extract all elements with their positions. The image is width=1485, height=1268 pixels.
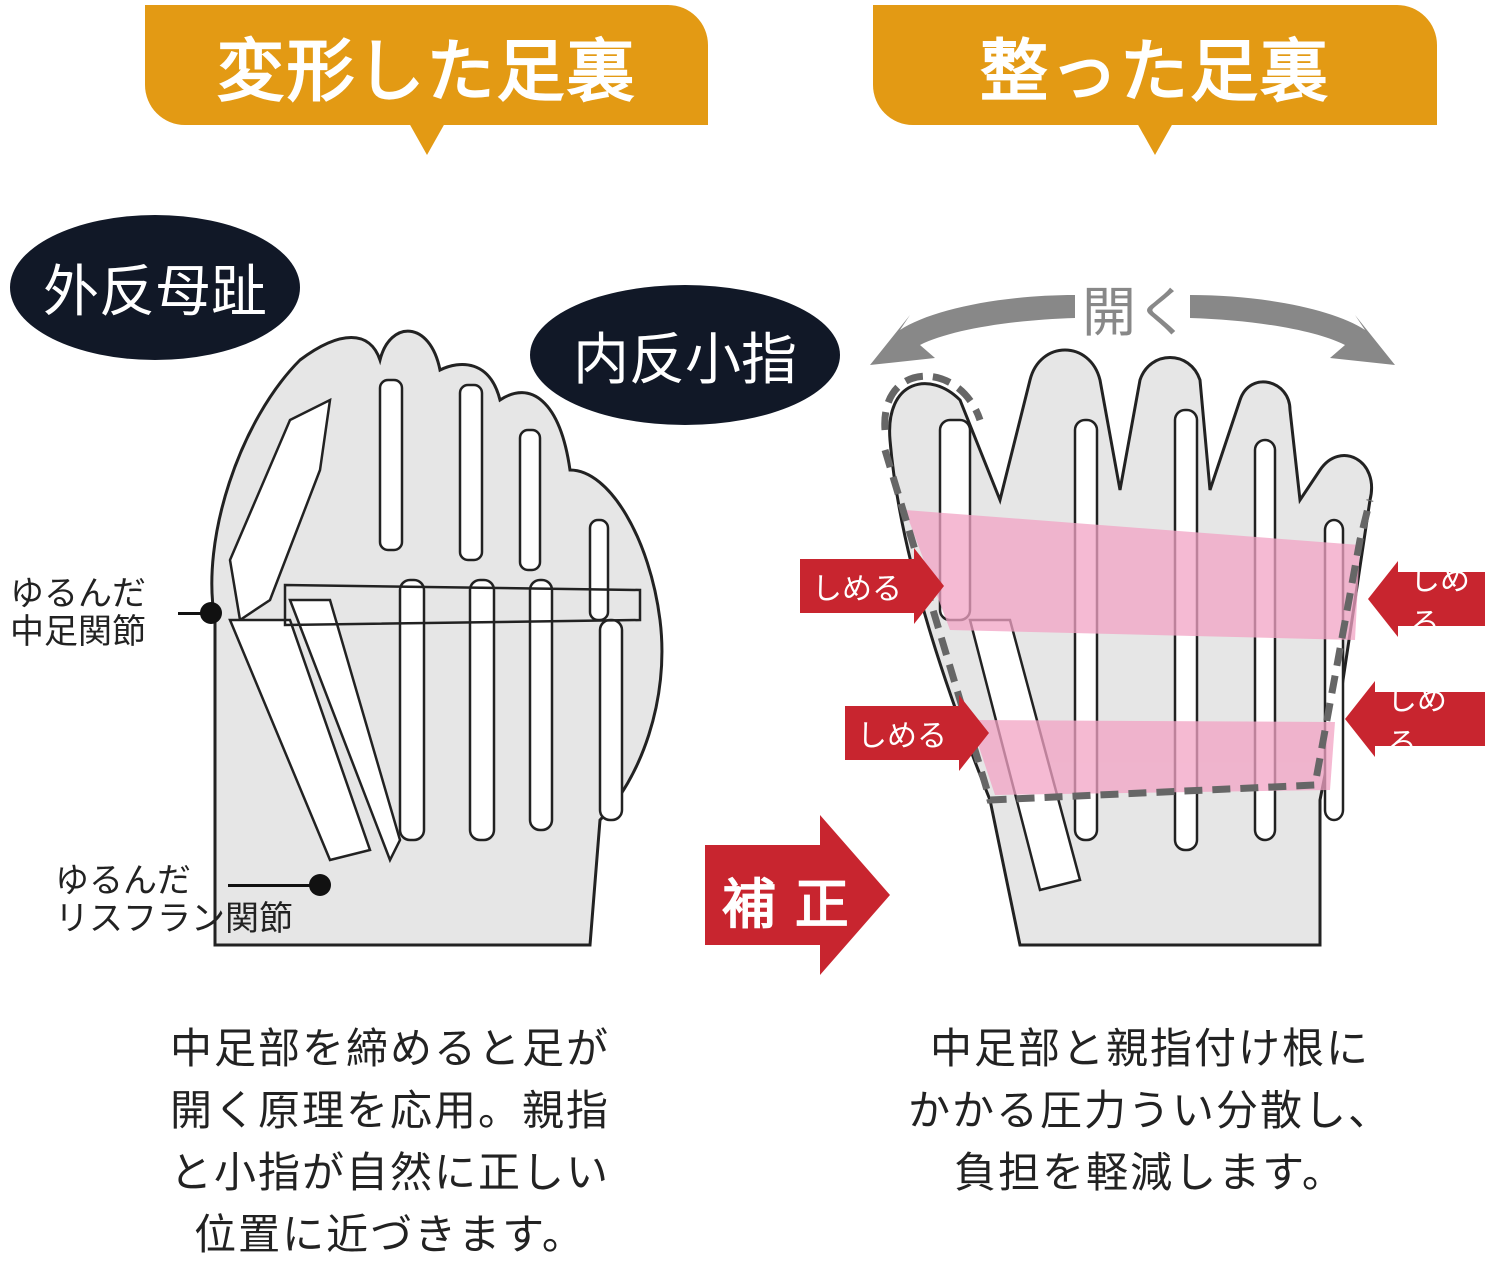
aligned-foot [888,348,1373,947]
tighten-text: しめる [845,706,959,760]
lisfranc-joint-dot [309,874,331,896]
label-lisfranc-joint: ゆるんだ リスフラン関節 [55,862,293,938]
label-midfoot-line1: ゆるんだ [10,574,146,614]
description-right: 中足部と親指付け根に かかる圧力うい分散し、 負担を軽減します。 [880,1018,1420,1204]
open-label: 開く [1082,281,1190,344]
correction-label: 補 正 [722,873,849,936]
tighten-label-lower-left: しめる [845,695,989,771]
description-left-line: 位置に近づきます。 [194,1210,586,1259]
correction-arrow [705,815,890,975]
deformed-foot [210,329,664,947]
description-left-line: 開く原理を応用。親指 [169,1086,610,1135]
tighten-text: しめる [1398,563,1485,642]
label-midfoot-joint: ゆるんだ 中足関節 [10,575,146,651]
lisfranc-leader-line [228,884,313,887]
description-left: 中足部を締めると足が 開く原理を応用。親指 と小指が自然に正しい 位置に近づきま… [130,1018,650,1266]
dashed-outline [881,372,1374,804]
tighten-label-upper-right: しめる [1368,561,1485,642]
midfoot-leader-line [178,612,208,615]
bubble-bunionette: 内反小指 [530,285,840,425]
label-lisfranc-line1: ゆるんだ [55,861,191,901]
header-aligned-sole: 整った足裏 [873,5,1437,155]
description-left-line: 中足部を締めると足が [169,1024,610,1073]
tighten-label-lower-right: しめる [1345,681,1485,762]
bubble-bunionette-text: 内反小指 [573,327,797,393]
bubble-hallux-valgus: 外反母趾 [10,215,300,360]
header-deformed-sole: 変形した足裏 [145,5,708,155]
label-lisfranc-line2: リスフラン関節 [55,899,293,939]
description-right-line: 負担を軽減します。 [954,1148,1346,1197]
tighten-label-upper-left: しめる [800,548,944,624]
pink-bands [905,510,1360,795]
header-right-text: 整った足裏 [979,32,1330,112]
tighten-text: しめる [1375,683,1485,762]
bubble-hallux-valgus-text: 外反母趾 [43,260,267,325]
description-right-line: 中足部と親指付け根に [929,1024,1370,1073]
header-left-text: 変形した足裏 [216,32,637,112]
label-midfoot-line2: 中足関節 [10,612,146,652]
description-left-line: と小指が自然に正しい [169,1148,610,1197]
midfoot-joint-dot [200,602,222,624]
tighten-text: しめる [800,559,914,613]
open-arrows [870,295,1395,365]
description-right-line: かかる圧力うい分散し、 [907,1086,1392,1135]
